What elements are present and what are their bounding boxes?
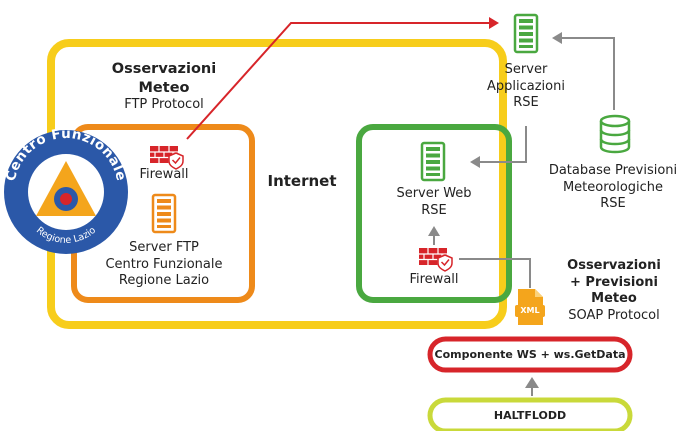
database-icon (599, 114, 631, 154)
fw-to-web-arrowhead (428, 226, 440, 236)
server-app-line1: Server (504, 62, 548, 77)
ftp-to-app-arrow (186, 22, 497, 140)
server-app-label: Server Applicazioni RSE (471, 62, 581, 112)
db-to-app-arrowhead (552, 32, 562, 44)
xml-label: XML (515, 305, 545, 317)
ftp-to-app-arrowhead (489, 17, 499, 29)
osservazioni-soap-label: Osservazioni + Previsioni Meteo SOAP Pro… (552, 258, 676, 325)
xml-to-firewall-line (459, 258, 531, 288)
server-ftp-line2: Centro Funzionale (105, 256, 223, 272)
ftp-firewall-label: Firewall (139, 167, 189, 182)
osservazioni-soap-line4: SOAP Protocol (568, 307, 660, 323)
server-ftp-label: Server FTP Centro Funzionale Regione Laz… (88, 240, 240, 290)
ftp-server-icon (151, 193, 177, 234)
halt-to-ws-arrowhead (525, 377, 539, 388)
database-line1: Database Previsioni (548, 163, 677, 178)
server-web-line1: Server Web (396, 186, 472, 201)
haltflodd-label: HALTFLODD (493, 409, 567, 422)
server-web-line2: RSE (421, 202, 447, 218)
osservazioni-ftp-label: Osservazioni Meteo FTP Protocol (94, 60, 234, 114)
osservazioni-soap-line2: + Previsioni (570, 274, 658, 290)
app-to-web-arrow (474, 126, 527, 163)
web-firewall-label: Firewall (409, 272, 459, 287)
server-app-line2: Applicazioni (487, 78, 565, 94)
database-label: Database Previsioni Meteorologiche RSE (538, 163, 677, 213)
database-line2: Meteorologiche (562, 179, 664, 195)
db-to-app-arrow (556, 37, 615, 110)
app-server-icon (513, 13, 539, 54)
web-firewall-icon (419, 248, 453, 272)
web-server-box (356, 124, 512, 303)
server-web-label: Server Web RSE (384, 186, 484, 219)
server-ftp-line1: Server FTP (129, 240, 199, 255)
osservazioni-soap-line1: Osservazioni (567, 258, 661, 273)
osservazioni-ftp-line2: Meteo (138, 79, 190, 96)
haltflodd-pill (427, 397, 633, 431)
componente-ws-label: Componente WS + ws.GetData (434, 348, 626, 361)
ftp-firewall-icon (150, 146, 184, 170)
componente-ws-pill (427, 336, 633, 373)
osservazioni-soap-line3: Meteo (591, 291, 637, 307)
osservazioni-ftp-line3: FTP Protocol (124, 97, 204, 113)
internet-label: Internet (267, 172, 337, 190)
centro-funzionale-logo: Centro Funzionale Regione Lazio (3, 126, 129, 254)
database-line3: RSE (600, 196, 626, 212)
server-ftp-line3: Regione Lazio (118, 273, 210, 289)
osservazioni-ftp-line1: Osservazioni (111, 61, 217, 77)
web-server-icon (420, 141, 446, 182)
server-app-line3: RSE (513, 95, 539, 111)
app-to-web-arrowhead (470, 156, 480, 168)
